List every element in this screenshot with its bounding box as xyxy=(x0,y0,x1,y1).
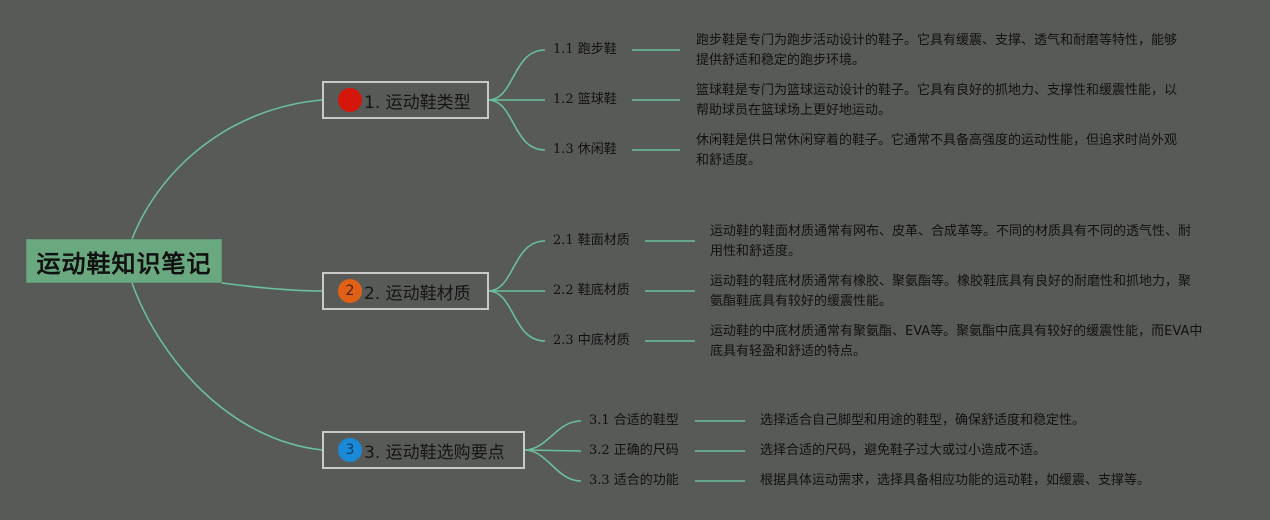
link-root-topic3 xyxy=(131,282,323,451)
link-topic3-sub2 xyxy=(523,449,582,452)
note-2-3: 运动鞋的中底材质通常有聚氨酯、EVA等。聚氨酯中底具有较好的缓震性能，而EVA中… xyxy=(710,324,1203,359)
link-topic2-sub3 xyxy=(487,290,546,342)
note-1-1: 跑步鞋是专门为跑步活动设计的鞋子。它具有缓震、支撑、透气和耐磨等特性，能够提供舒… xyxy=(696,33,1178,68)
note-3-3: 根据具体运动需求，选择具备相应功能的运动鞋，如缓震、支撑等。 xyxy=(760,473,1151,488)
note-2-2: 运动鞋的鞋底材质通常有橡胶、聚氨酯等。橡胶鞋底具有良好的耐磨性和抓地力，聚氨酯鞋… xyxy=(710,274,1192,309)
link-topic3-sub3 xyxy=(523,449,582,482)
note-1-2: 篮球鞋是专门为篮球运动设计的鞋子。它具有良好的抓地力、支撑性和缓震性能，以帮助球… xyxy=(696,83,1178,118)
subtopic-1-2[interactable]: 1.2 篮球鞋 xyxy=(553,92,617,107)
subtopic-2-3[interactable]: 2.3 中底材质 xyxy=(553,333,630,348)
note-3-2: 选择合适的尺码，避免鞋子过大或过小造成不适。 xyxy=(760,443,1047,458)
number-badge-3: 3 xyxy=(338,438,362,462)
subtopic-3-1[interactable]: 3.1 合适的鞋型 xyxy=(589,413,679,428)
topic-node-3[interactable]: 3 3. 运动鞋选购要点 xyxy=(322,431,525,469)
topic-node-1[interactable]: 1 1. 运动鞋类型 xyxy=(322,81,489,119)
note-1-3: 休闲鞋是供日常休闲穿着的鞋子。它通常不具备高强度的运动性能，但追求时尚外观和舒适… xyxy=(696,133,1178,168)
link-root-topic2 xyxy=(221,282,323,292)
topic-label-3: 3. 运动鞋选购要点 xyxy=(364,442,505,463)
subtopic-2-1[interactable]: 2.1 鞋面材质 xyxy=(553,233,630,248)
subtopic-2-2[interactable]: 2.2 鞋底材质 xyxy=(553,283,630,298)
subtopic-3-3[interactable]: 3.3 适合的功能 xyxy=(589,473,679,488)
subtopic-1-3[interactable]: 1.3 休闲鞋 xyxy=(553,142,617,157)
subtopic-3-2[interactable]: 3.2 正确的尺码 xyxy=(589,443,679,458)
link-root-topic1 xyxy=(131,99,323,240)
topic-label-2: 2. 运动鞋材质 xyxy=(364,283,471,304)
topic-label-1: 1. 运动鞋类型 xyxy=(364,92,471,113)
subtopic-1-1[interactable]: 1.1 跑步鞋 xyxy=(553,42,617,57)
link-topic2-sub1 xyxy=(487,240,546,292)
note-2-1: 运动鞋的鞋面材质通常有网布、皮革、合成革等。不同的材质具有不同的透气性、耐用性和… xyxy=(710,224,1192,259)
note-3-1: 选择适合自己脚型和用途的鞋型，确保舒适度和稳定性。 xyxy=(760,413,1086,428)
link-topic3-sub1 xyxy=(523,420,582,451)
root-node[interactable]: 运动鞋知识笔记 xyxy=(26,239,222,283)
number-badge-1: 1 xyxy=(338,88,362,112)
topic-node-2[interactable]: 2 2. 运动鞋材质 xyxy=(322,272,489,310)
link-topic1-sub3 xyxy=(487,99,546,151)
number-badge-2: 2 xyxy=(338,279,362,303)
link-topic1-sub1 xyxy=(487,49,546,101)
